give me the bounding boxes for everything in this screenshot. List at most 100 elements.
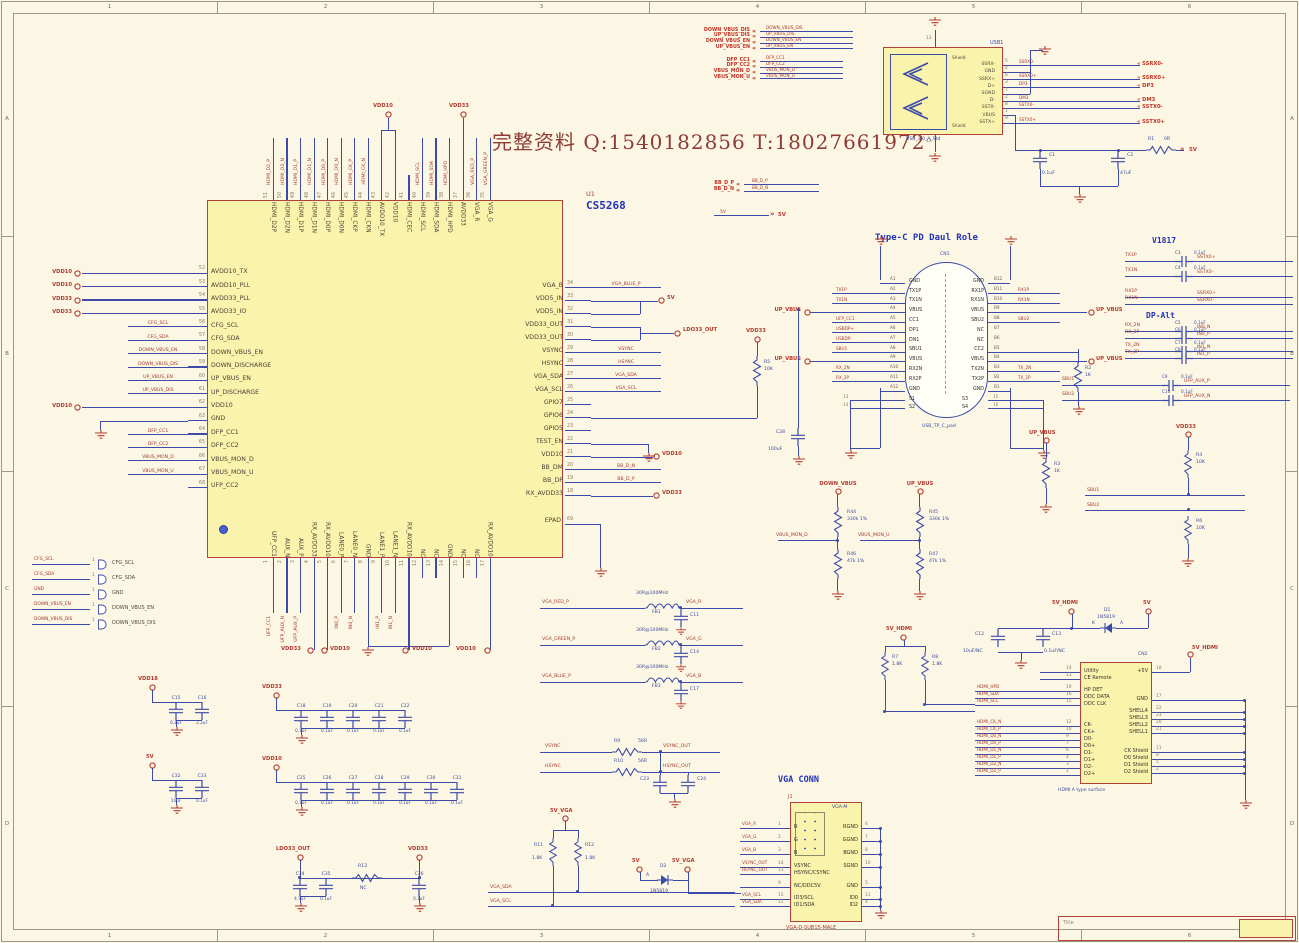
vga-pin-row[interactable]: VGA_SDA 12 ID1/SDA: [700, 899, 860, 912]
port-label[interactable]: « DM3: [1137, 97, 1155, 103]
port-label[interactable]: « SSTX0+: [1137, 119, 1165, 125]
ic-pin-row[interactable]: GPIO6 24: [430, 411, 680, 424]
ic-pin-row[interactable]: VDD5_IN 32: [430, 307, 680, 320]
net-label[interactable]: TX_2N: [1018, 365, 1032, 371]
power-icon[interactable]: [321, 647, 328, 654]
gnd-icon[interactable]: [1004, 236, 1018, 246]
net-label[interactable]: USBDP+: [836, 326, 854, 331]
port-label[interactable]: 5V: [1189, 147, 1197, 153]
port[interactable]: DOWN_VBUS_EN « DOWN_VBUS_EN: [688, 37, 868, 46]
resistor[interactable]: [1183, 516, 1193, 544]
capacitor[interactable]: C34 4.7uF: [287, 871, 313, 901]
gnd-icon[interactable]: [928, 153, 942, 163]
net-label[interactable]: HDMI_D1_N: [977, 747, 1002, 753]
hdmi-pin-row[interactable]: HDMI_D2_N 3 D2-: [960, 761, 1140, 774]
ic-pin-col[interactable]: HDMI_HPD 38 HDMI_HPD: [440, 105, 457, 233]
ic-pin-row[interactable]: CFG_SCL 56 CFG_SCL: [38, 320, 318, 333]
net-label[interactable]: TX_2N: [1125, 343, 1140, 348]
ic-pin-col[interactable]: 8 GND: [359, 544, 375, 658]
net-label[interactable]: UP_VBUS_DIS: [766, 31, 795, 36]
net-label[interactable]: CFG_SDA: [34, 571, 55, 577]
net-label[interactable]: VGA_GREEN_P: [484, 151, 490, 185]
ic-pin-col[interactable]: HDMI_D1_N 48 HDMI_D1N: [305, 105, 321, 233]
net-label[interactable]: HDMI_D1_N: [308, 158, 314, 185]
net-label[interactable]: UFP_AUX_N: [1184, 393, 1211, 399]
coupling-row[interactable]: TX_2N C7 0.1uF IN1_N: [1125, 340, 1293, 356]
typec-pin-row[interactable]: B8 SBU2 SBU2 SBU2: [971, 315, 1218, 329]
net-label[interactable]: VDD10: [52, 268, 72, 275]
resistor[interactable]: [352, 873, 382, 883]
net-label[interactable]: VGA_R: [742, 821, 756, 827]
ic-pin-row[interactable]: CFG_SDA 57 CFG_SDA: [38, 333, 318, 347]
vga-pin-row[interactable]: VGA_R 1 R: [700, 821, 860, 834]
capacitor[interactable]: [674, 609, 688, 627]
vga-pin-row[interactable]: 10 SGND: [843, 861, 922, 873]
net-label[interactable]: VGA_BLUE_P: [542, 674, 571, 679]
ic-pin-row[interactable]: VDD10 62 VDD10: [38, 400, 318, 414]
power-icon[interactable]: [653, 492, 660, 499]
usb-connector-body[interactable]: [883, 47, 1003, 135]
net-label[interactable]: DFP_CC2: [766, 61, 785, 66]
hdmi-pin-row[interactable]: 18 +5V: [1137, 666, 1272, 678]
net-label[interactable]: VGA_SDA: [591, 373, 661, 380]
hdmi-pin-row[interactable]: 11 CK Shield: [1124, 746, 1272, 758]
net-label[interactable]: SSRX0-: [1197, 297, 1214, 303]
usb-pin-row[interactable]: D+ 3 DP3 « DP3: [947, 80, 1207, 91]
diode[interactable]: [657, 874, 673, 886]
hdmi-pin-row[interactable]: HDMI_SDA 16 DDC DATA: [960, 691, 1140, 704]
net-label[interactable]: HSYNC: [545, 764, 561, 769]
gnd-icon[interactable]: [874, 236, 888, 246]
vga-pin-row[interactable]: 9 NC/DDC5V: [700, 881, 860, 893]
resistor[interactable]: [573, 838, 583, 866]
hdmi-pin-row[interactable]: HDMI_SCL 15 DDC CLK: [960, 698, 1140, 711]
ic-pin-row[interactable]: DOWN_VBUS_EN 58 DOWN_VBUS_EN: [38, 347, 318, 360]
usb-pin-row[interactable]: SSRX- 5 SSRX0- « SSRX0-: [947, 59, 1207, 69]
resistor[interactable]: [612, 747, 642, 757]
coupling-row[interactable]: RX_2N C5 0.1uF IN0_N: [1125, 320, 1293, 336]
gnd-icon[interactable]: [844, 450, 858, 460]
net-label[interactable]: SSTX0-: [1197, 269, 1214, 275]
capacitor[interactable]: C27 0.1uF: [340, 775, 366, 805]
net-label[interactable]: DOWN_VBUS_DIS: [766, 25, 803, 31]
connector-icon[interactable]: [98, 619, 107, 630]
net-label[interactable]: SSRX0+: [1019, 73, 1037, 79]
gnd-icon[interactable]: [913, 591, 927, 601]
capacitor[interactable]: [681, 775, 695, 793]
net-label[interactable]: IN1_P: [1197, 351, 1210, 357]
vga-pin-row[interactable]: 5 GND: [847, 881, 922, 893]
ic-pin-col[interactable]: 6 IN0_P LANE0_P: [332, 532, 348, 658]
vga-pin-row[interactable]: VSYNC_OUT 14 VSYNC: [700, 860, 860, 873]
net-label[interactable]: UFP_AUX_P: [1184, 378, 1210, 384]
port[interactable]: BB_D_N « BB_D_N: [694, 185, 854, 194]
power-icon[interactable]: [74, 297, 81, 304]
coupling-row[interactable]: RX_2P C6 0.1uF IN0_P: [1125, 327, 1293, 343]
ic-pin-row[interactable]: 68 UFP_CC2: [38, 481, 318, 494]
net-label[interactable]: UFP_AUX_N: [280, 616, 286, 643]
typec-pin-row[interactable]: B6 NC: [977, 335, 1218, 349]
ic-pin-row[interactable]: RX_AVDD33 18: [430, 489, 680, 502]
ic-pin-row[interactable]: DOWN_VBUS_DIS 59 DOWN_DISCHARGE: [38, 360, 318, 373]
net-label[interactable]: UFP_CC1: [267, 616, 273, 637]
port[interactable]: BB_D_P « BB_D_P: [694, 178, 854, 188]
ic-pin-col[interactable]: 11 RX_AVDD10: [400, 522, 416, 658]
power-icon[interactable]: [402, 647, 409, 654]
usb-pin-row[interactable]: GND 4 «: [947, 66, 1207, 76]
capacitor[interactable]: [1175, 352, 1193, 365]
resistor[interactable]: [915, 549, 925, 579]
net-label[interactable]: VGA_SCL: [490, 899, 511, 904]
hdmi-pin-row[interactable]: 20 SHELL2: [1129, 720, 1272, 732]
net-label[interactable]: USBDP-: [836, 335, 852, 341]
net-label[interactable]: VSYNC: [591, 347, 661, 354]
capacitor[interactable]: [1111, 151, 1125, 169]
ic-pin-col[interactable]: HDMI_CK_N 44 HDMI_CKN: [359, 105, 375, 233]
net-label[interactable]: DFP_CC1: [128, 429, 188, 435]
ic-pin-col[interactable]: 12 NC: [413, 549, 430, 658]
net-label[interactable]: DOWN_VBUS_EN: [128, 348, 188, 355]
gnd-icon[interactable]: [594, 568, 608, 578]
net-label[interactable]: RX_2P: [836, 375, 850, 380]
net-label[interactable]: HDMI_HPD: [443, 160, 449, 185]
vga-pin-row[interactable]: 8 BGND: [843, 848, 922, 860]
ic-pin-row[interactable]: VSYNC 29 VSYNC: [430, 346, 680, 359]
net-label[interactable]: TX1P: [1125, 253, 1137, 258]
gnd-icon[interactable]: [295, 807, 309, 817]
